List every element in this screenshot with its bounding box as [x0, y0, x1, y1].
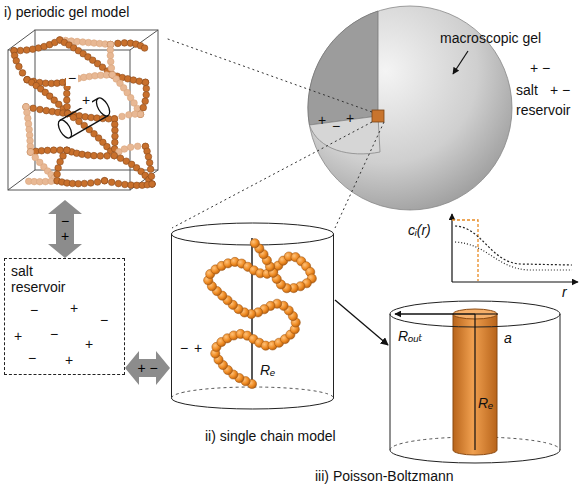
- ion-sign: + −: [550, 82, 570, 98]
- box-title: salt reservoir: [11, 263, 83, 295]
- panel-title: ii) single chain model: [205, 428, 336, 444]
- mapping-arrow: [335, 300, 388, 345]
- panel-title: iii) Poisson-Boltzmann: [315, 468, 454, 484]
- periodic-box-frame: [8, 30, 158, 190]
- ion-sign: −: [28, 350, 36, 366]
- exchange-arrow: [48, 200, 82, 258]
- dimension-label: Rₒᵤₜ: [398, 328, 423, 344]
- ion-sign: +: [346, 110, 354, 126]
- ion-sign: +: [14, 328, 22, 344]
- sphere-label: macroscopic gel: [440, 30, 541, 46]
- axis-label: cᵢ(r): [408, 222, 431, 238]
- dimension-label: a: [504, 330, 512, 346]
- axis-label: r: [562, 284, 567, 300]
- ion-sign: −: [100, 312, 108, 328]
- exchange-arrow: [125, 351, 170, 385]
- panel-title: i) periodic gel model: [4, 4, 129, 20]
- ion-sign: −: [332, 118, 340, 134]
- polymer-network: [11, 37, 156, 189]
- cylinder-model: [388, 300, 563, 465]
- reservoir-label: reservoir: [516, 102, 570, 118]
- concentration-plot: [452, 214, 578, 282]
- ion-sign: +: [65, 352, 73, 368]
- poisson-boltzmann-cylinder: iii) Poisson-Boltzmann: [388, 300, 563, 465]
- dimension-label: Rₑ: [260, 362, 276, 378]
- ion-sign: −: [180, 340, 188, 356]
- reservoir-label: salt: [516, 82, 538, 98]
- edge-label: + −: [136, 361, 158, 376]
- single-chain-cylinder: ii) single chain model: [170, 222, 335, 412]
- edge-label: − +: [57, 214, 73, 244]
- ion-sign: −: [50, 326, 58, 342]
- macroscopic-gel-sphere: macroscopic gel: [306, 4, 516, 214]
- dimension-label: Rₑ: [478, 395, 494, 411]
- cylinder-outline: [170, 222, 335, 412]
- ion-sign: +: [80, 92, 92, 108]
- ion-sign: +: [194, 340, 202, 356]
- ion-sign: + −: [530, 60, 550, 76]
- zoom-leader-lines: [165, 38, 384, 228]
- ion-sign: −: [30, 302, 38, 318]
- ion-sign: −: [66, 70, 78, 86]
- ion-sign: +: [318, 112, 326, 128]
- ion-sign: +: [85, 336, 93, 352]
- ion-sign: +: [70, 300, 78, 316]
- pointer-arrow: [453, 51, 468, 74]
